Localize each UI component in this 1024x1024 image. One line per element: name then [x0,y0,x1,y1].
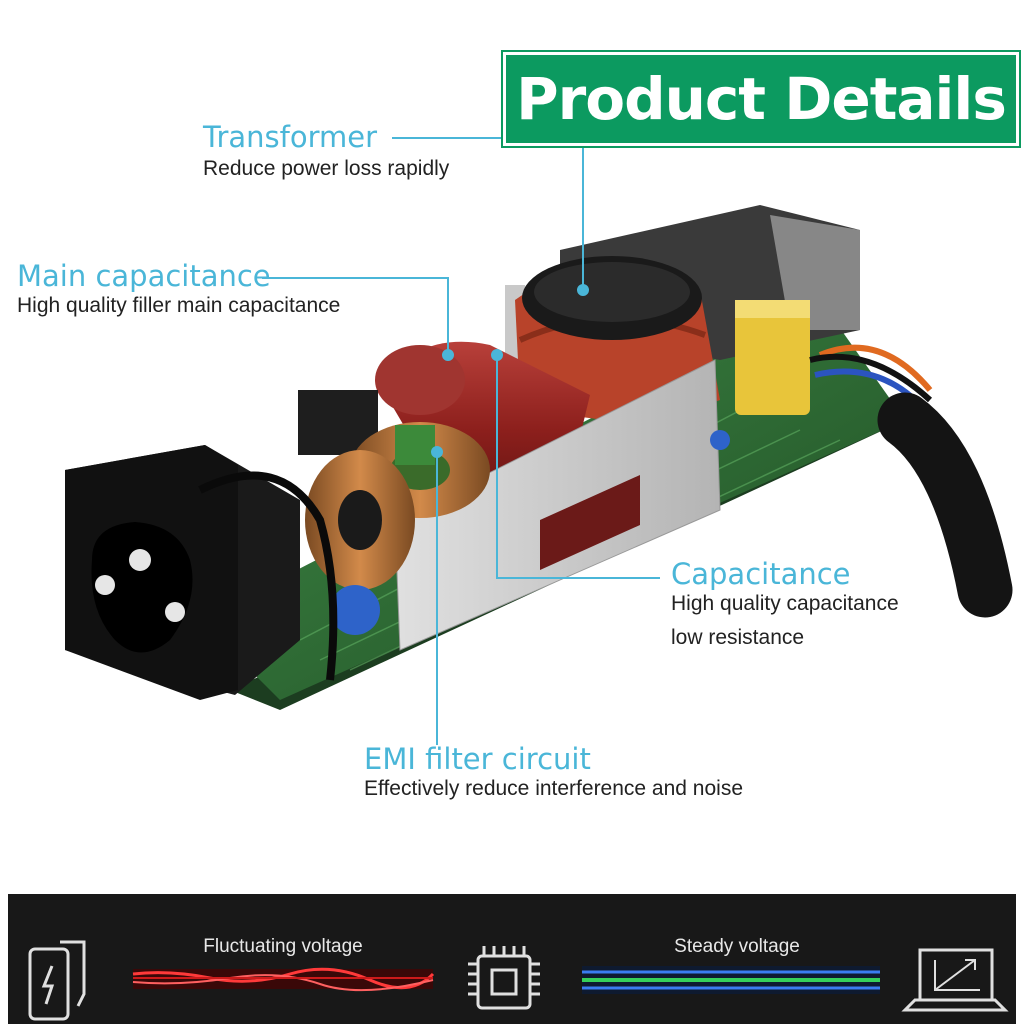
emi-filter-title: EMI filter circuit [364,742,591,776]
banner-title: Product Details [516,65,1007,133]
voltage-comparison-bar [8,894,1016,1024]
main-capacitance-title: Main capacitance [17,259,271,293]
transformer-desc: Reduce power loss rapidly [203,157,450,180]
product-details-banner: Product Details [501,50,1021,148]
metal-shield-plate [394,359,721,651]
transformer-title: Transformer [203,120,378,154]
emi-filter-desc: Effectively reduce interference and nois… [364,777,744,800]
power-supply-illustration [65,137,1013,745]
yellow-capacitor [735,300,810,415]
small-blue-capacitor [710,430,730,450]
ac-power-socket [65,445,300,700]
output-cable [809,344,1013,618]
transformer-part [505,256,720,420]
battery-charging-icon [28,940,86,1021]
capacitance-title: Capacitance [671,557,851,591]
emi-filter-coils [305,422,490,590]
steady-voltage-label: Steady voltage [674,936,800,957]
fluctuating-voltage-label: Fluctuating voltage [203,936,363,957]
laptop-icon [901,948,1009,1012]
chip-icon [468,946,540,1010]
blue-capacitor [330,585,380,635]
steady-voltage-lines [582,966,880,994]
capacitance-desc-line2: low resistance [671,626,805,649]
voltage-graphics [28,940,1009,1021]
fluctuating-voltage-wave [132,967,435,992]
capacitance-desc-line1: High quality capacitance [671,592,899,615]
main-capacitance-desc: High quality filler main capacitance [17,294,341,317]
